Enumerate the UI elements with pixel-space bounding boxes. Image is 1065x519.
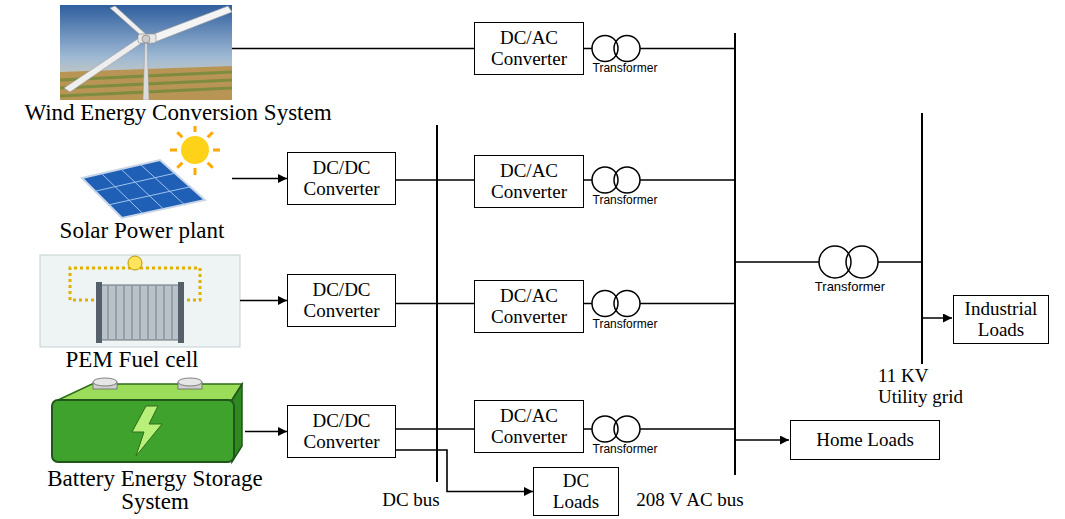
transformer-label: Transformer: [580, 443, 670, 457]
converter-box: DC/AC Converter: [474, 280, 584, 333]
load-box: Home Loads: [790, 420, 940, 460]
energy-source: Battery Energy Storage System: [45, 378, 245, 466]
box-label: DC/AC Converter: [479, 161, 579, 202]
converter-box: DC/DC Converter: [287, 274, 396, 327]
panel-grid: [95, 165, 190, 214]
stack-plates: [108, 286, 172, 339]
energy-source: Wind Energy Conversion System: [60, 5, 232, 100]
wire: [580, 428, 735, 430]
picture-ground: [40, 255, 240, 347]
wire: [735, 261, 922, 263]
lightning: [132, 406, 162, 456]
transformer-label: Transformer: [580, 318, 670, 332]
wire: [580, 303, 735, 305]
transformer-symbol: [580, 167, 735, 193]
connector: [232, 48, 474, 50]
coil: [614, 36, 640, 62]
ac-bus-line: [734, 33, 736, 475]
transformer-symbol: [580, 416, 735, 442]
nacelle: [138, 34, 156, 43]
sun: [181, 136, 209, 164]
source-caption: Solar Power plant: [37, 219, 247, 242]
blade: [64, 36, 146, 92]
load-box: DC Loads: [533, 467, 619, 516]
converter-box: DC/AC Converter: [474, 400, 584, 453]
source-caption: PEM Fuel cell: [32, 348, 232, 371]
coil: [846, 246, 878, 278]
connector: [396, 450, 533, 492]
tower: [143, 42, 149, 100]
battery-lid: [58, 384, 242, 400]
transformer-symbol: [735, 246, 922, 278]
solar-panel-picture: [82, 126, 220, 218]
stack: [100, 285, 180, 340]
transformer-label: Transformer: [800, 280, 900, 295]
converter-box: DC/DC Converter: [287, 405, 396, 458]
hub: [142, 35, 150, 43]
converter-box: DC/DC Converter: [287, 152, 396, 205]
grid-bus-line: [921, 113, 923, 364]
bus-label: 11 KV Utility grid: [878, 366, 973, 408]
wire: [580, 179, 735, 181]
source-caption: Wind Energy Conversion System: [8, 101, 348, 124]
source-caption: Battery Energy Storage System: [35, 467, 275, 513]
connector: [245, 431, 287, 433]
box-label: DC/DC Converter: [292, 280, 391, 321]
feeder-arrow: [922, 317, 952, 319]
box-label: DC/AC Converter: [479, 286, 579, 327]
battery-picture: [52, 378, 242, 462]
transformer-label: Transformer: [580, 62, 670, 76]
wind-turbine-picture: [60, 5, 232, 100]
box-label: DC/DC Converter: [292, 158, 391, 199]
coil: [614, 416, 640, 442]
blade: [146, 6, 232, 44]
wire: [580, 48, 735, 50]
connector: [396, 303, 474, 305]
box-label: DC/AC Converter: [479, 28, 579, 69]
box-label: Home Loads: [816, 430, 914, 451]
box-label: DC/AC Converter: [479, 406, 579, 447]
bus-label: DC bus: [371, 490, 451, 511]
load-box: Industrial Loads: [953, 295, 1049, 344]
battery-body: [52, 400, 234, 462]
connector: [240, 300, 287, 302]
box-label: Industrial Loads: [958, 299, 1044, 340]
bulb: [128, 256, 142, 270]
box-label: DC Loads: [538, 471, 614, 512]
transformer-symbol: [580, 291, 735, 317]
transformer-label: Transformer: [580, 194, 670, 208]
end-plate: [96, 282, 102, 343]
bus-label: 208 V AC bus: [625, 490, 755, 511]
connector: [232, 178, 287, 180]
terminal: [178, 378, 202, 386]
sky: [60, 5, 232, 100]
converter-box: DC/AC Converter: [474, 155, 584, 208]
transformer-symbol: [580, 36, 735, 62]
energy-source: Solar Power plant: [75, 130, 232, 218]
converter-box: DC/AC Converter: [474, 22, 584, 75]
feeder-arrow: [735, 439, 789, 441]
coil: [614, 291, 640, 317]
end-plate: [178, 282, 184, 343]
terminal: [93, 378, 117, 386]
energy-source: PEM Fuel cell: [40, 255, 240, 347]
panel: [82, 160, 205, 218]
fuel-cell-picture: [40, 255, 240, 347]
connector: [396, 428, 474, 430]
sun-rays: [170, 126, 220, 175]
box-label: DC/DC Converter: [292, 411, 391, 452]
connector: [396, 179, 474, 181]
coil: [614, 167, 640, 193]
